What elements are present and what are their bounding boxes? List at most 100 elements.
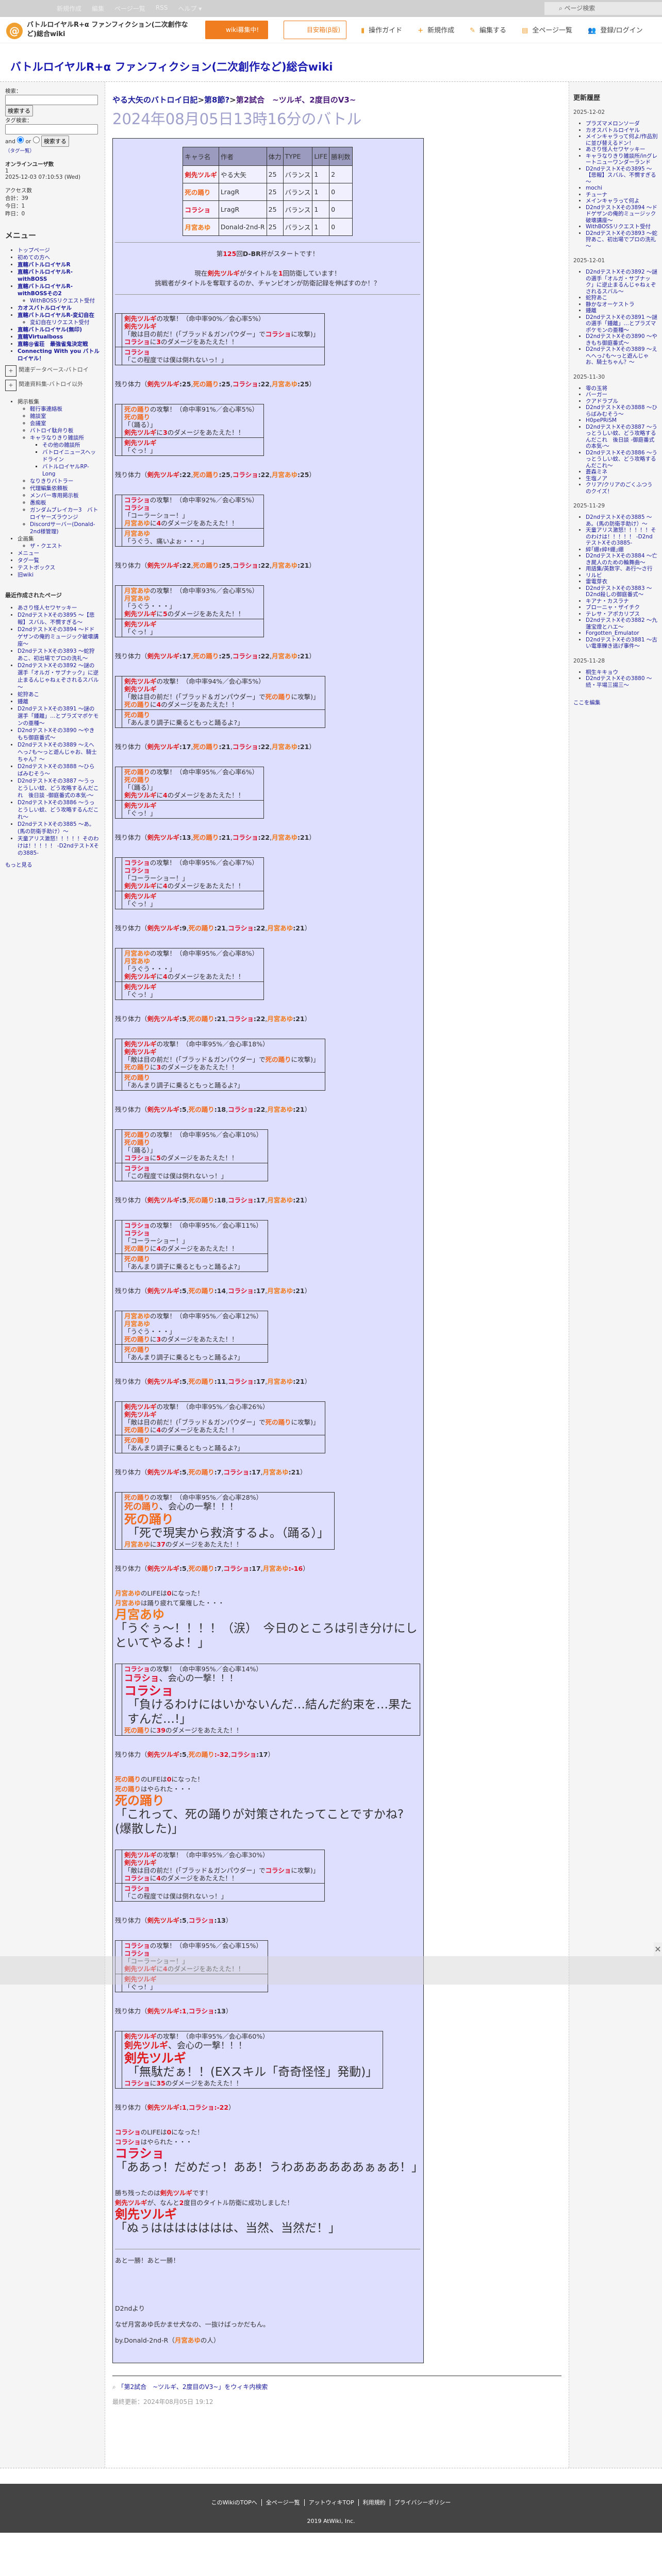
menu-item[interactable]: 直轄バトルロイヤルR (18, 261, 100, 268)
menu-link[interactable]: メンバー専用掲示板 (30, 493, 79, 499)
close-overlay-icon[interactable]: ✕ (654, 1942, 662, 1956)
nav-pencil[interactable]: ✎編集する (470, 25, 506, 35)
recent-page-link[interactable]: D2ndテストXその3891 ～謎の選手「鍾離」…とプラズマポケモンの亜種～ (18, 706, 99, 726)
nav-book[interactable]: ▮操作ガイド (361, 25, 402, 35)
menu-link[interactable]: テストボックス (18, 565, 56, 571)
collapsible-section[interactable]: +関連資料集-バトロイ以外 (5, 380, 100, 391)
wiki-recruit-button[interactable]: wiki募集中! (205, 21, 268, 39)
menu-link[interactable]: 愚痴板 (30, 500, 46, 506)
site-name[interactable]: バトルロイヤルR+α ファンフィクション(二次創作など)総合wiki (27, 21, 188, 38)
update-link[interactable]: メインキャラって何よ (586, 198, 640, 204)
menu-link[interactable]: Connecting With you バトルロイヤル！ (18, 348, 100, 362)
update-item[interactable]: 生塩ノア (586, 476, 658, 482)
footer-link[interactable]: このWikiのTOPへ (207, 2499, 262, 2506)
menu-link[interactable]: キャラなりきり雑談所 (30, 435, 84, 441)
update-item[interactable]: 蛇狩あこ (586, 295, 658, 301)
update-item[interactable]: 鍾離 (586, 308, 658, 314)
update-item[interactable]: 蒼森ミネ (586, 469, 658, 476)
update-link[interactable]: mochi (586, 185, 602, 191)
menu-item[interactable]: バトロイ駄弁り板 (30, 427, 100, 434)
menu-item[interactable]: Connecting With you バトルロイヤル！ (18, 348, 100, 362)
recent-page-item[interactable]: D2ndテストXその3895 ～【悲報】スバル、不憫すぎる～ (18, 612, 100, 626)
recent-page-link[interactable]: D2ndテストXその3889 ～えへへっ♪も～っと遊んじゃお、騎士ちゃん？～ (18, 742, 97, 762)
update-item[interactable]: 天童アリス激怒！！！！！そのわけは！！！！！ -D2ndテストXその3885- (586, 527, 658, 547)
menu-link[interactable]: WithBOSSリクエスト受付 (30, 298, 95, 304)
update-item[interactable]: 用語集/英数字、あ行～さ行 (586, 566, 658, 572)
recent-page-link[interactable]: 鍾離 (18, 699, 28, 705)
update-item[interactable]: D2ndテストXその3883 ～D2nd殺しの御庭番式～ (586, 585, 658, 598)
update-link[interactable]: D2ndテストXその3885 ～あ。(馬の防衛手助け）～ (586, 514, 652, 527)
recent-page-item[interactable]: D2ndテストXその3886 ～うっとうしい蚊、どう攻略するんだこれ～ (18, 799, 100, 821)
update-link[interactable]: クアドラプル (586, 398, 618, 404)
menu-link[interactable]: 直轄バトルロイヤルR-withBOSS (18, 269, 73, 282)
update-link[interactable]: D2ndテストXその3894 ～ドドゲザンの俺的ミュージック破壊講座～ (586, 204, 657, 224)
wiki-search-link[interactable]: ⌕ 「第2試合 ~ツルギ、2度目のV3~」をウィキ内検索 (112, 2376, 561, 2391)
update-item[interactable]: ブローニャ・ザイチク (586, 604, 658, 611)
update-item[interactable]: プラズマメロンソーダ (586, 121, 658, 127)
update-item[interactable]: キアナ・カスラナ (586, 598, 658, 605)
collapsible-section[interactable]: +関連データベース-バトロイ (5, 365, 100, 377)
menu-item[interactable]: 初めての方へ (18, 254, 100, 261)
update-item[interactable]: テレサ・アポカリプス (586, 611, 658, 618)
search-input[interactable] (5, 95, 98, 105)
update-item[interactable]: あさり怪人セワヤッキー (586, 146, 658, 153)
recent-page-link[interactable]: D2ndテストXその3893 ～蛇狩あこ、初出場でプロの洗礼～ (18, 648, 95, 662)
menu-item[interactable]: 直轄バトルロイヤルR-withBOSSその2WithBOSSリクエスト受付 (18, 283, 100, 304)
update-item[interactable]: D2ndテストXその3884 ～亡き屍人のための輪舞曲～ (586, 553, 658, 566)
menu-item[interactable]: バトルロイヤルRP-Long (42, 463, 100, 478)
menu-link[interactable]: なりきりバトラー (30, 478, 74, 484)
footer-link[interactable]: プライバシーポリシー (394, 2499, 451, 2506)
update-item[interactable]: D2ndテストXその3888 ～ひらばみむそう～ (586, 404, 658, 417)
menu-link[interactable]: 雑談室 (30, 413, 46, 419)
expand-plus-icon[interactable]: + (5, 380, 16, 391)
update-item[interactable]: D2ndテストXその3894 ～ドドゲザンの俺的ミュージック破壊講座～ (586, 205, 658, 224)
update-item[interactable]: D2ndテストXその3881 ～古い電車轢き逃げ事件～ (586, 637, 658, 650)
nav-page[interactable]: ▤全ページ一覧 (522, 25, 572, 35)
update-link[interactable]: WithBOSSリクエスト受付 (586, 224, 651, 230)
update-item[interactable]: D2ndテストXその3889 ～えへへっ♪も～っと遊んじゃお、騎士ちゃん？～ (586, 346, 658, 366)
update-link[interactable]: バーガー (586, 392, 607, 398)
recent-page-item[interactable]: D2ndテストXその3893 ～蛇狩あこ、初出場でプロの洗礼～ (18, 648, 100, 662)
menu-link[interactable]: 初めての方へ (18, 255, 50, 261)
menu-link[interactable]: 直轄Virtualboss (18, 334, 63, 340)
sticky-menu-item[interactable]: ヘルプ ▾ (178, 5, 202, 12)
update-link[interactable]: 生塩ノア (586, 475, 607, 482)
menu-item[interactable]: 旧wiki (18, 571, 100, 579)
update-link[interactable]: クリア/クリアのごくふつうのクイズ！ (586, 482, 653, 495)
menu-item[interactable]: 会議室 (30, 420, 100, 427)
update-link[interactable]: D2ndテストXその3882 ～九蓮宝燈とハエ～ (586, 617, 657, 630)
menu-link[interactable]: 会議室 (30, 420, 46, 427)
update-item[interactable]: H0pePRiSM (586, 417, 658, 424)
tag-search-input[interactable] (5, 124, 98, 134)
recent-page-item[interactable]: あさり怪人セワヤッキー (18, 604, 100, 612)
update-link[interactable]: プラズマメロンソーダ (586, 121, 640, 127)
update-link[interactable]: 桐生キキョウ (586, 669, 618, 675)
recent-page-item[interactable]: D2ndテストXその3889 ～えへへっ♪も～っと遊んじゃお、騎士ちゃん？～ (18, 741, 100, 763)
update-link[interactable]: D2ndテストXその3890 ～やきもち御庭番式～ (586, 333, 657, 346)
update-item[interactable]: D2ndテストXその3887 ～うっとうしい蚊、どう攻略するんだこれ 後日談 -… (586, 424, 658, 450)
update-item[interactable]: D2ndテストXその3882 ～九蓮宝燈とハエ～ (586, 617, 658, 630)
breadcrumb-item[interactable]: 第8節? (204, 95, 230, 105)
menu-item[interactable]: 直轄バトルロイヤルR-withBOSS (18, 268, 100, 283)
menu-item[interactable]: その他の雑談所 (42, 442, 100, 449)
menu-link[interactable]: 変幻自在リクエスト受付 (30, 319, 90, 326)
update-item[interactable]: D2ndテストXその3886 ～うっとうしい蚊、どう攻略するんだこれ～ (586, 450, 658, 469)
update-link[interactable]: リルビ (586, 572, 602, 579)
menu-link[interactable]: その他の雑談所 (42, 442, 80, 448)
update-item[interactable]: mochi (586, 185, 658, 192)
recent-page-item[interactable]: D2ndテストXその3891 ～謎の選手「鍾離」…とプラズマポケモンの亜種～ (18, 705, 100, 727)
update-link[interactable]: 用語集/英数字、あ行～さ行 (586, 566, 653, 572)
update-item[interactable]: D2ndテストXその3892 ～謎の選手「オルガ・サブナック」に逆止まるんじゃね… (586, 269, 658, 295)
update-item[interactable]: D2ndテストXその3890 ～やきもち御庭番式～ (586, 333, 658, 346)
footer-link[interactable]: アットウィキTOP (304, 2499, 359, 2506)
menu-link[interactable]: トップページ (18, 247, 50, 253)
update-link[interactable]: D2ndテストXその3888 ～ひらばみむそう～ (586, 404, 657, 417)
update-link[interactable]: D2ndテストXその3883 ～D2nd殺しの御庭番式～ (586, 585, 652, 598)
update-link[interactable]: テレサ・アポカリプス (586, 611, 640, 617)
menu-item[interactable]: 変幻自在リクエスト受付 (30, 319, 100, 326)
recent-page-item[interactable]: D2ndテストXその3885 ～あ。(馬の防衛手助け）～ (18, 821, 100, 835)
update-item[interactable]: チューナ (586, 192, 658, 198)
more-link[interactable]: もっと見る (5, 862, 32, 868)
sticky-menu-item[interactable]: 編集 (92, 5, 105, 12)
sticky-menu-item[interactable]: ページ一覧 (114, 5, 145, 12)
